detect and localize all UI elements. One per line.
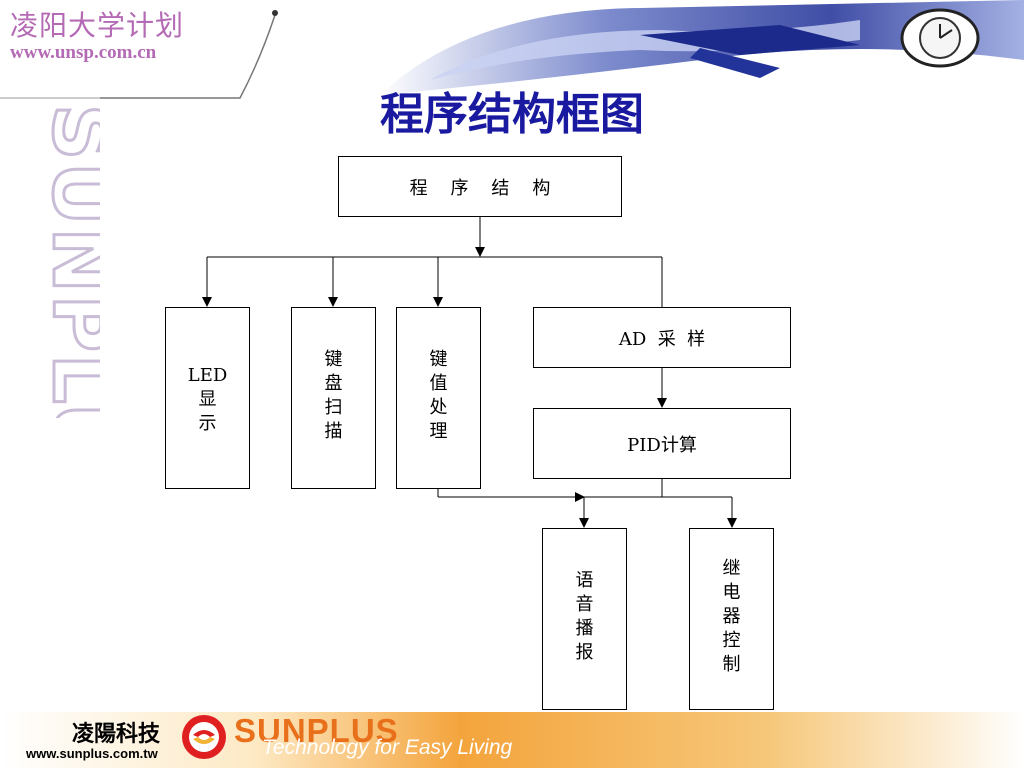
node-voice-broadcast-label-1: 语 <box>575 570 594 591</box>
node-key-processing-label-1: 键 <box>429 349 448 370</box>
node-key-processing-label-3: 处 <box>429 397 448 418</box>
node-led-display-label-1: LED <box>187 365 228 386</box>
node-program-structure: 程 序 结 构 <box>338 156 622 217</box>
sunplus-logo-icon <box>182 715 226 759</box>
node-voice-broadcast-label-3: 播 <box>575 618 594 639</box>
graduation-cap-icon <box>640 25 860 78</box>
node-led-display-label-3: 示 <box>198 413 217 434</box>
node-relay-control: 继 电 器 控 制 <box>689 528 774 710</box>
node-key-scan-label-2: 盘 <box>324 373 343 394</box>
node-relay-control-label-5: 制 <box>722 654 741 675</box>
node-voice-broadcast: 语 音 播 报 <box>542 528 627 710</box>
footer-tagline: Technology for Easy Living <box>262 736 513 759</box>
node-relay-control-label-2: 电 <box>722 582 741 603</box>
brand-url: www.unsp.com.cn <box>10 42 157 63</box>
footer-band <box>0 712 1024 768</box>
node-key-scan-label-3: 扫 <box>324 397 343 418</box>
footer-brand: SUNPLUS <box>234 712 399 749</box>
node-relay-control-label-1: 继 <box>722 558 741 579</box>
node-key-processing-label-4: 理 <box>429 421 448 442</box>
node-key-scan: 键 盘 扫 描 <box>291 307 376 489</box>
clock-icon <box>900 8 980 68</box>
node-ad-sampling-label: AD 采 样 <box>618 328 706 350</box>
footer-url: www.sunplus.com.tw <box>26 746 158 761</box>
svg-text:SUNPLUS: SUNPLUS <box>35 104 100 418</box>
node-relay-control-label-4: 控 <box>722 630 741 651</box>
header-banner <box>0 0 1024 99</box>
page-title: 程序结构框图 <box>380 89 644 140</box>
node-ad-sampling: AD 采 样 <box>533 307 791 368</box>
node-pid-calculation-label: PID计算 <box>627 434 697 456</box>
node-voice-broadcast-label-2: 音 <box>575 594 594 615</box>
brand-title: 凌阳大学计划 <box>10 9 185 42</box>
node-relay-control-label-3: 器 <box>722 606 741 627</box>
footer-company-name: 凌陽科技 <box>72 722 161 747</box>
node-key-scan-label-1: 键 <box>324 349 343 370</box>
node-led-display-label-2: 显 <box>198 389 217 410</box>
node-pid-calculation: PID计算 <box>533 408 791 479</box>
node-program-structure-label: 程 序 结 构 <box>409 177 551 199</box>
node-key-scan-label-4: 描 <box>324 421 343 442</box>
node-key-processing-label-2: 值 <box>429 373 448 394</box>
node-led-display: LED 显 示 <box>165 307 250 489</box>
node-voice-broadcast-label-4: 报 <box>575 642 594 663</box>
node-key-processing: 键 值 处 理 <box>396 307 481 489</box>
vertical-brand-logo: SUNPLUS <box>34 103 101 419</box>
